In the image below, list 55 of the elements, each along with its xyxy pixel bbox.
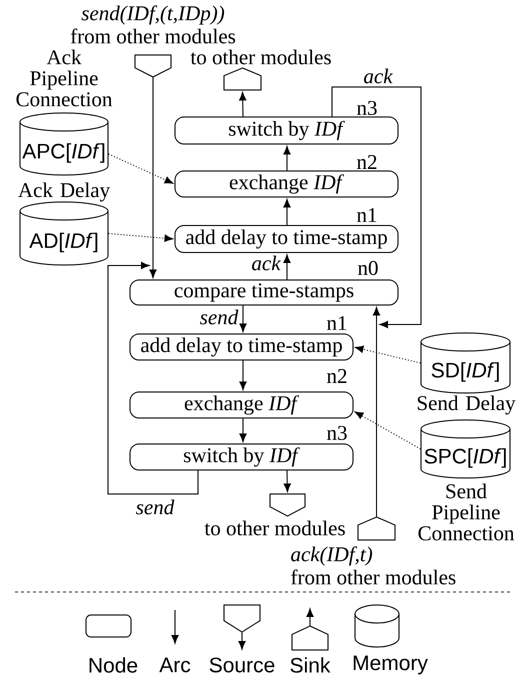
memory-label: Ack Pipeline Connection — [16, 50, 112, 106]
dotted-arrow — [108, 233, 174, 242]
arrow — [332, 86, 422, 328]
legend-label: Arc — [159, 658, 190, 672]
step-label: n3 — [357, 100, 377, 116]
process-box: add delay to time-stamp — [130, 334, 354, 360]
dotted-arrow — [354, 411, 421, 450]
arrow — [283, 198, 291, 226]
step-label: n1 — [327, 316, 346, 330]
memory-cylinder: SPC[IDf] — [420, 420, 510, 478]
edge-label: ack — [362, 68, 394, 84]
step-label: n2 — [327, 369, 346, 383]
step-label: n2 — [357, 155, 376, 169]
source-symbol — [134, 54, 172, 78]
source-symbol — [270, 494, 306, 517]
process-box: compare time-stamps — [130, 280, 398, 306]
port-label: from other modules — [291, 570, 456, 584]
arrow — [108, 262, 198, 494]
process-box: exchange IDf — [174, 170, 398, 198]
port-label: ack(IDf,t) — [291, 546, 372, 566]
legend-label: Source — [210, 658, 274, 672]
port-label: from other modules — [70, 28, 236, 44]
arrow — [372, 306, 380, 517]
process-box: exchange IDf — [130, 392, 354, 418]
process-box: switch by IDf — [130, 444, 354, 470]
arrow — [284, 470, 291, 492]
arrow — [239, 418, 247, 442]
port-label: to other modules — [190, 50, 331, 64]
memory-label: Send Pipeline Connection — [418, 484, 514, 540]
memory-cylinder: AD[IDf] — [20, 202, 108, 266]
dotted-arrow — [108, 154, 174, 184]
step-label: n0 — [358, 260, 378, 276]
step-label: n3 — [327, 426, 347, 440]
memory-label: Ack Delay — [18, 182, 110, 202]
arrow — [239, 360, 247, 390]
arrow — [239, 305, 247, 332]
dotted-arrow — [354, 346, 421, 364]
memory-label: Send Delay — [418, 395, 516, 415]
port-label: send(IDf,(t,IDp)) — [82, 5, 224, 25]
legend-label: Memory — [354, 656, 428, 674]
process-box: switch by IDf — [174, 116, 398, 144]
arrow — [239, 92, 246, 117]
port-label: to other modules — [204, 520, 345, 536]
edge-label: send — [198, 308, 240, 326]
memory-cylinder: SD[IDf] — [420, 332, 510, 394]
process-box: add delay to time-stamp — [174, 225, 398, 253]
legend-label: Sink — [290, 657, 330, 673]
memory-cylinder: APC[IDf] — [20, 112, 108, 176]
arrow — [149, 77, 157, 278]
arrow — [283, 146, 291, 171]
edge-label: send — [134, 498, 176, 516]
edge-label: ack — [250, 254, 282, 272]
step-label: n1 — [357, 208, 376, 222]
legend-label: Node — [90, 657, 138, 673]
arrow — [283, 254, 291, 280]
